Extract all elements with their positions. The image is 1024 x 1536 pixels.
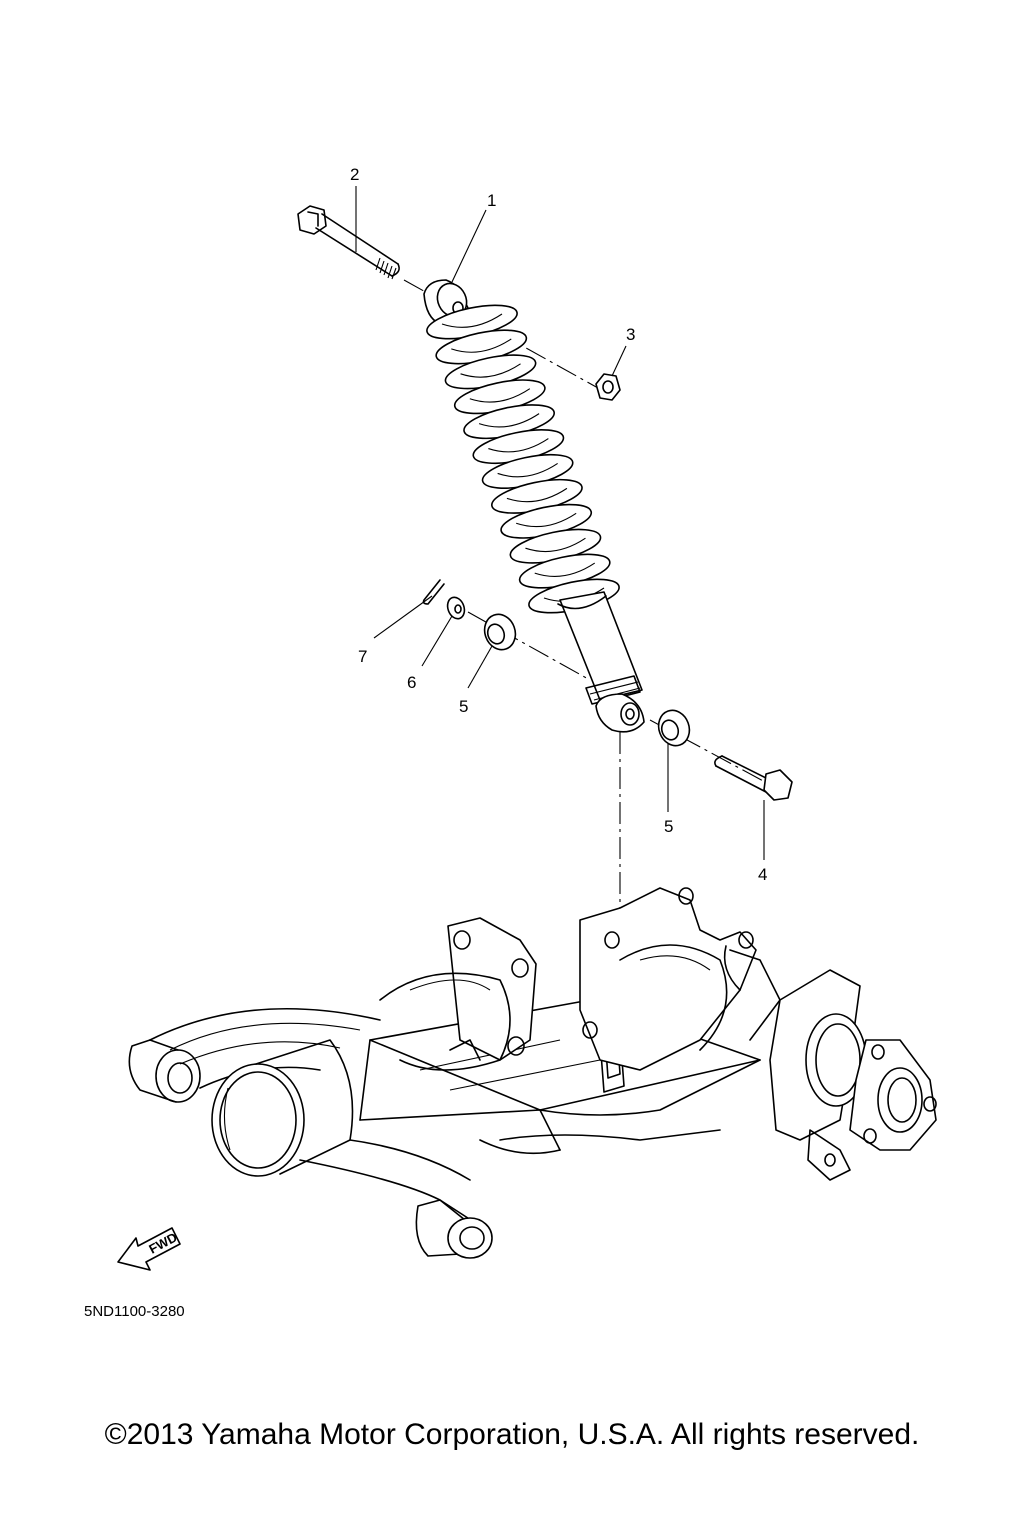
swingarm [128, 887, 937, 1259]
collar-right [657, 709, 691, 747]
callout-6: 6 [407, 673, 416, 692]
collar-left [483, 613, 517, 651]
spring-coil-shade [516, 512, 577, 528]
fwd-arrow-icon: FWD [117, 1227, 181, 1271]
copyright-notice: ©2013 Yamaha Motor Corporation, U.S.A. A… [104, 1418, 920, 1451]
lower-axis-line-left [467, 611, 591, 681]
diagram-code: 5ND1100-3280 [84, 1303, 185, 1320]
spring-coil-shade [497, 462, 558, 478]
bolt-lower [714, 755, 793, 801]
spring-coil-shade [534, 562, 596, 577]
spring-coil-shade [506, 487, 568, 503]
leader-lines [355, 186, 765, 860]
spring-coil-shade [478, 413, 540, 428]
spring-coil-shade [441, 313, 503, 328]
spring-coil-shade [460, 363, 521, 378]
callout-4: 4 [758, 865, 767, 884]
shock-absorber [423, 279, 645, 733]
spring-coil-shade [451, 338, 512, 353]
bolt-upper [297, 205, 400, 280]
spring-coil-shade [488, 438, 549, 453]
callout-1: 1 [487, 191, 496, 210]
callout-2: 2 [350, 165, 359, 184]
spring-coil-shade [525, 537, 586, 553]
washer [446, 596, 466, 620]
nut-upper [595, 373, 621, 401]
callout-7: 7 [358, 647, 367, 666]
lower-axis-line-right [649, 719, 781, 791]
spring-coil-shade [469, 388, 531, 403]
callout-5-upper: 5 [459, 697, 468, 716]
callout-3: 3 [626, 325, 635, 344]
cotter-pin [422, 579, 445, 605]
spring-coils [426, 304, 620, 614]
callout-5-lower: 5 [664, 817, 673, 836]
